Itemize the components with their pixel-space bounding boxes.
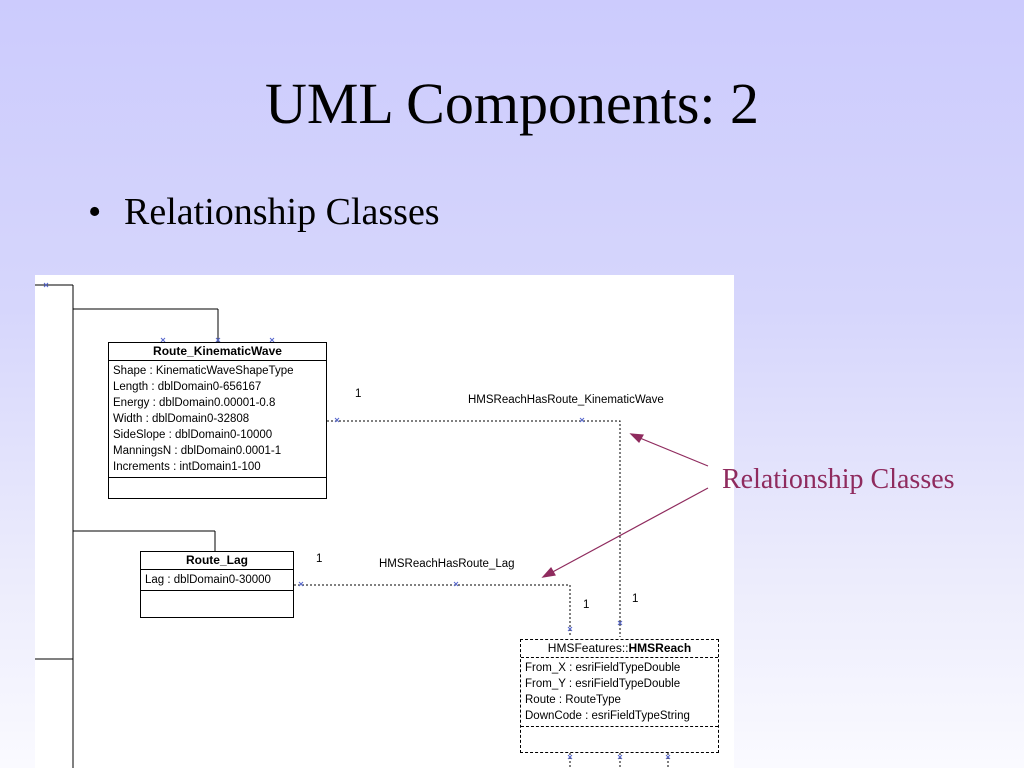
hierarchy-lines <box>35 284 219 768</box>
attribute: Increments : intDomain1-100 <box>113 461 261 473</box>
connection-markers <box>43 282 671 760</box>
bullet-item: • Relationship Classes <box>88 190 440 234</box>
class-route-kinematic-wave: Route_KinematicWave Shape : KinematicWav… <box>108 342 327 499</box>
class-name: Route_KinematicWave <box>109 343 326 361</box>
attribute: SideSlope : dblDomain0-10000 <box>113 429 273 441</box>
class-package-prefix: HMSFeatures:: <box>547 641 629 655</box>
attribute: Lag : dblDomain0-30000 <box>145 574 271 586</box>
attribute: ManningsN : dblDomain0.0001-1 <box>113 445 282 457</box>
multiplicity-label: 1 <box>355 388 362 400</box>
relationship-lines <box>294 420 669 768</box>
diagram-connectors <box>35 282 709 768</box>
attribute: From_Y : esriFieldTypeDouble <box>525 678 681 690</box>
slide-title: UML Components: 2 <box>264 71 760 136</box>
class-attributes: Shape : KinematicWaveShapeType Length : … <box>109 361 326 478</box>
relationship-name: HMSReachHasRoute_Lag <box>379 558 515 570</box>
attribute: Route : RouteType <box>525 694 621 706</box>
attribute: Energy : dblDomain0.00001-0.8 <box>113 397 276 409</box>
annotation-label: Relationship Classes <box>722 464 955 495</box>
class-name: HMSFeatures::HMSReach <box>521 640 718 658</box>
multiplicity-label: 1 <box>632 593 639 605</box>
class-hms-reach: HMSFeatures::HMSReach From_X : esriField… <box>520 639 719 753</box>
attribute: From_X : esriFieldTypeDouble <box>525 662 681 674</box>
class-attributes: Lag : dblDomain0-30000 <box>141 570 293 591</box>
bullet-dot-icon: • <box>88 191 102 233</box>
attribute: Length : dblDomain0-656167 <box>113 381 262 393</box>
class-name: Route_Lag <box>141 552 293 570</box>
attribute: Shape : KinematicWaveShapeType <box>113 365 294 377</box>
multiplicity-label: 1 <box>316 553 323 565</box>
relationship-name: HMSReachHasRoute_KinematicWave <box>468 394 664 406</box>
attribute: Width : dblDomain0-32808 <box>113 413 250 425</box>
class-route-lag: Route_Lag Lag : dblDomain0-30000 <box>140 551 294 618</box>
annotation-arrows <box>541 433 709 578</box>
class-attributes: From_X : esriFieldTypeDouble From_Y : es… <box>521 658 718 727</box>
attribute: DownCode : esriFieldTypeString <box>525 710 690 722</box>
uml-diagram: Route_KinematicWave Shape : KinematicWav… <box>35 275 734 768</box>
bullet-text: Relationship Classes <box>124 191 440 233</box>
multiplicity-label: 1 <box>583 599 590 611</box>
class-name-text: HMSReach <box>628 641 692 655</box>
